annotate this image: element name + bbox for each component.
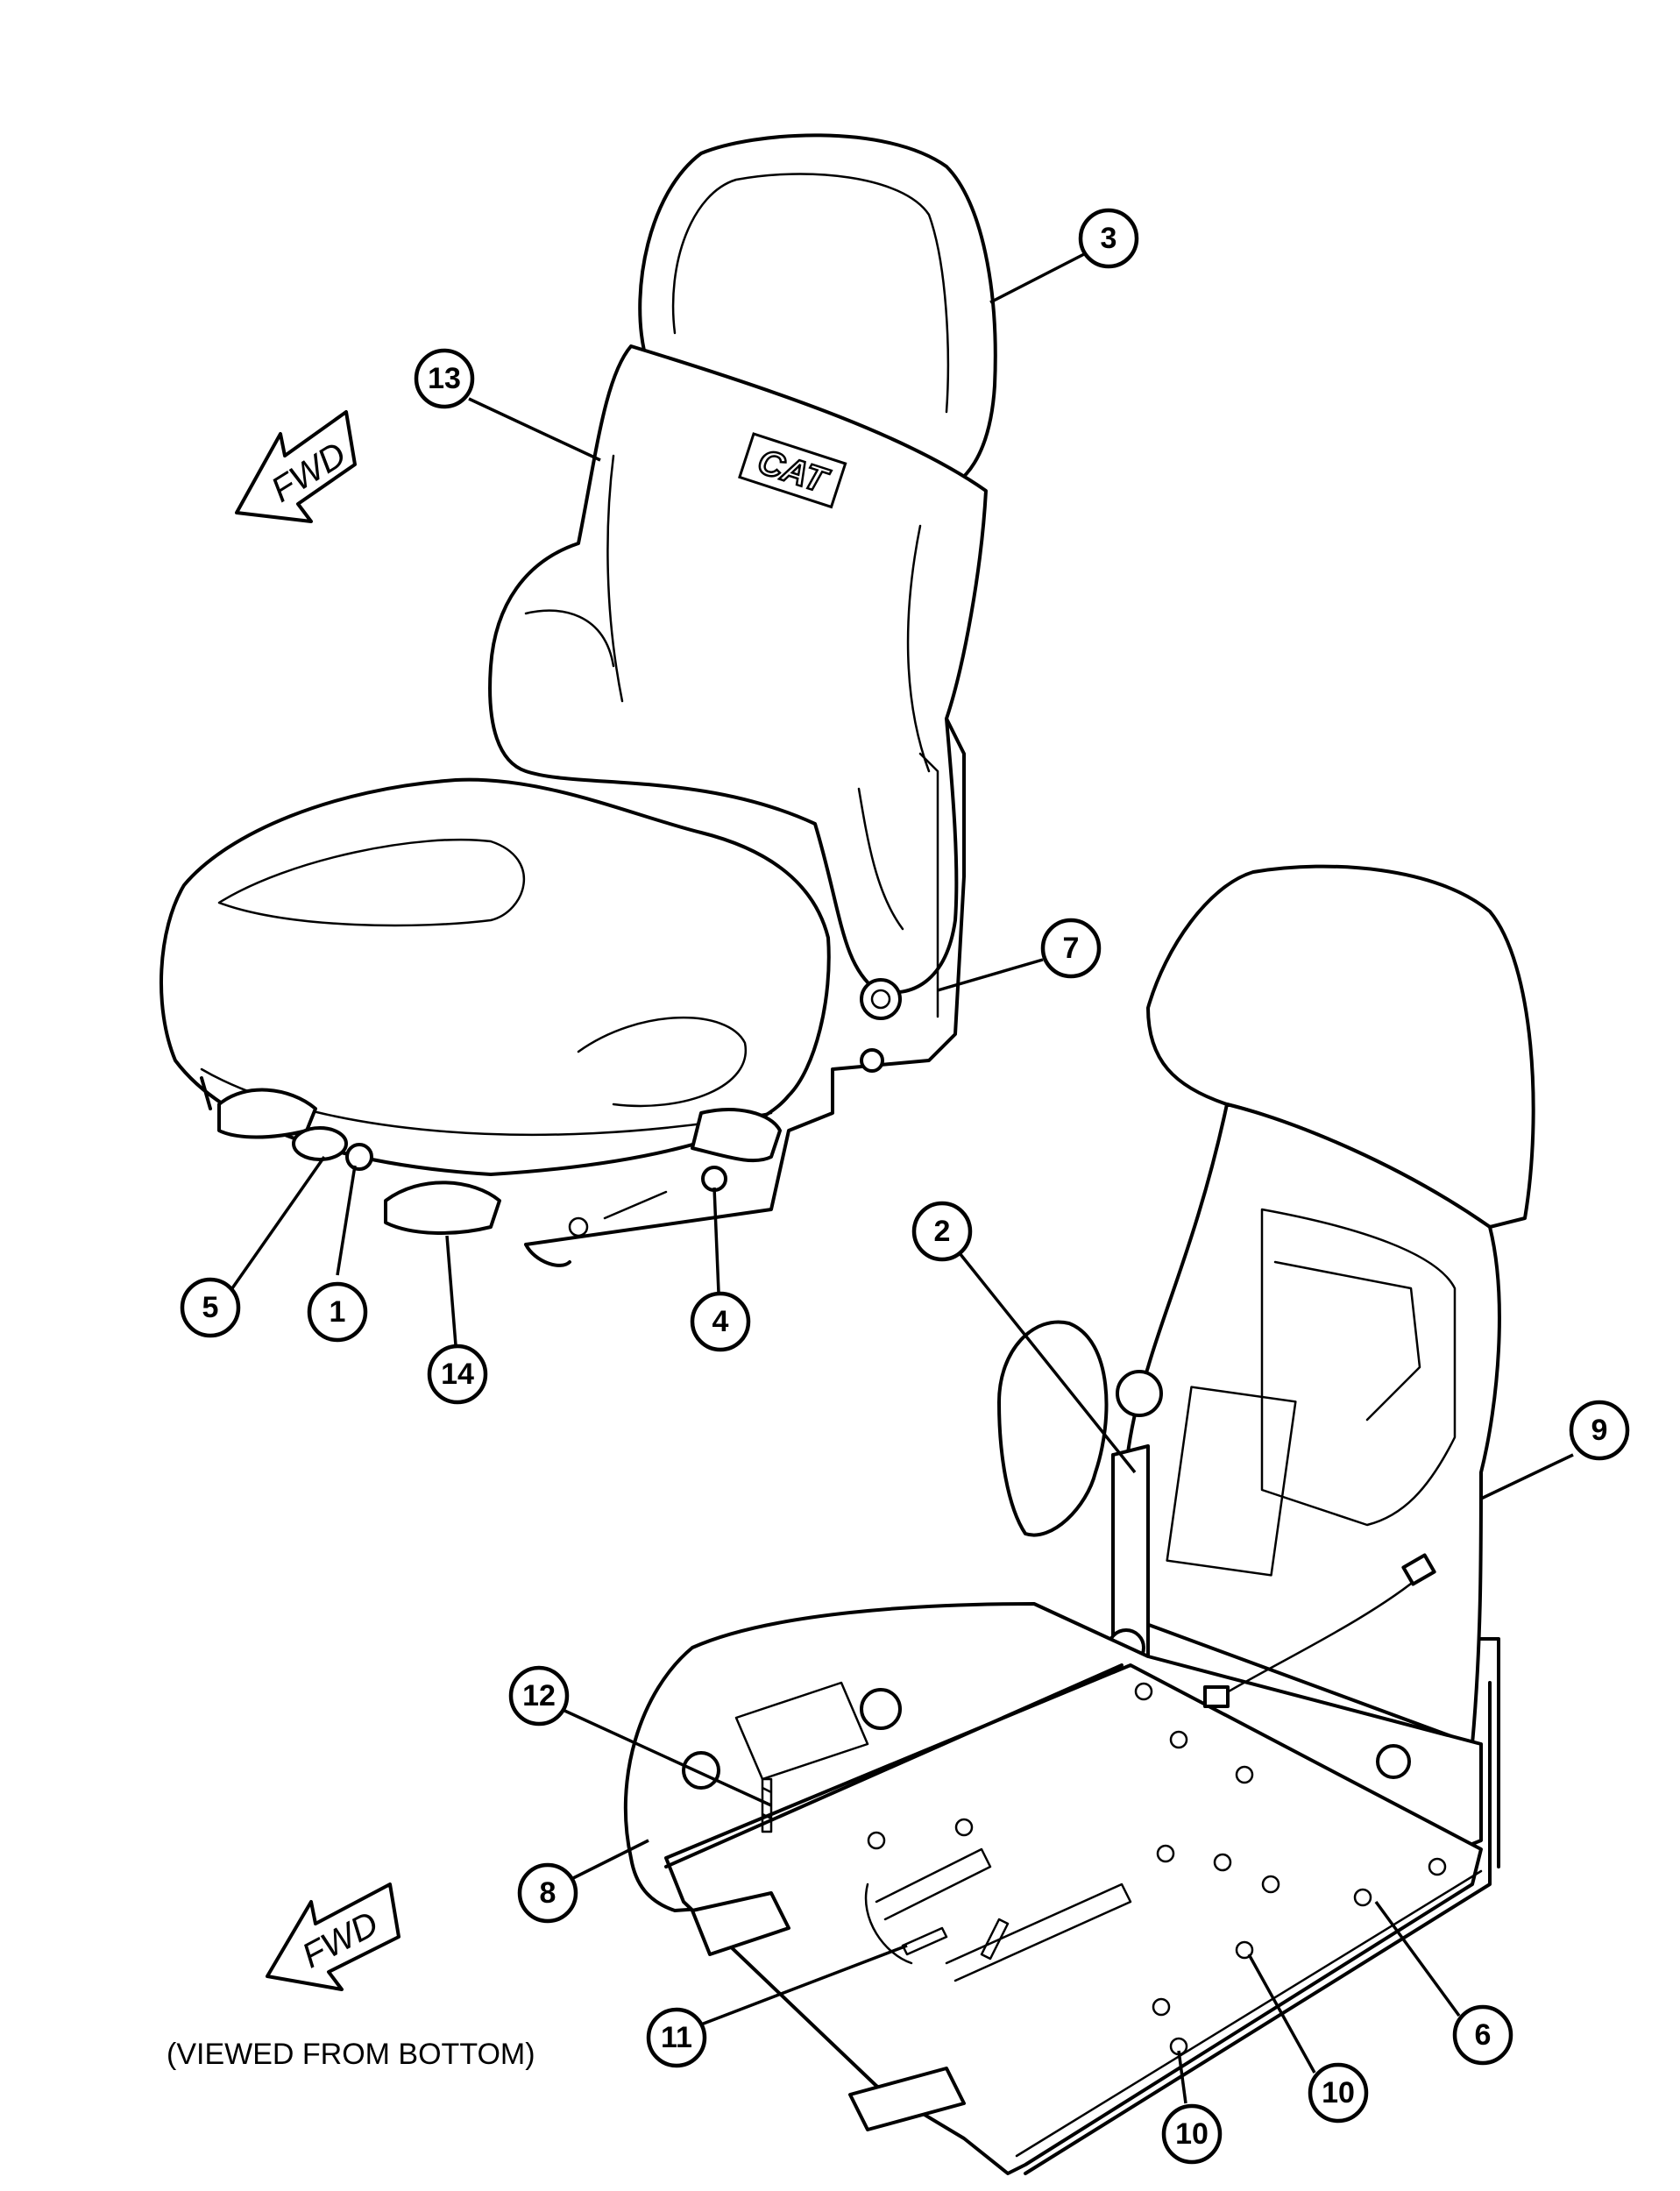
callout-10a: 10 [1308,2062,1369,2124]
callout-2-label: 2 [934,1215,951,1248]
leader-lines [230,252,1574,2104]
callout-4-label: 4 [712,1305,729,1338]
callout-5: 5 [180,1277,241,1338]
callout-1-label: 1 [330,1295,346,1329]
callout-12: 12 [508,1665,570,1727]
callout-7-label: 7 [1063,932,1080,965]
callout-8: 8 [517,1862,578,1924]
callout-2: 2 [911,1201,973,1262]
callout-14-label: 14 [441,1358,474,1391]
callout-8-label: 8 [540,1876,556,1910]
callout-12-label: 12 [522,1679,556,1712]
callout-11-label: 11 [661,2021,692,2054]
viewed-from-bottom-caption: (VIEWED FROM BOTTOM) [167,2038,535,2071]
callout-6-label: 6 [1475,2018,1492,2052]
callout-14: 14 [427,1344,488,1405]
front-lever-left [217,1088,317,1139]
backrest-rear [1121,1103,1501,1746]
callout-1: 1 [307,1281,368,1343]
callout-9-label: 9 [1591,1414,1608,1447]
fwd-arrow-bottom: FWD [266,1883,401,1991]
callout-13-label: 13 [428,362,461,395]
seat-front-view: CAT [159,133,997,1267]
spring-11a [901,1926,948,1956]
front-lever-center [384,1181,501,1235]
slide-rail-right [1024,1681,1492,2175]
spring-12 [761,1777,773,1833]
callout-10a-label: 10 [1322,2076,1355,2109]
callout-10b-label: 10 [1175,2117,1209,2151]
callout-6: 6 [1452,2004,1513,2066]
callout-5-label: 5 [202,1291,219,1324]
backrest [488,344,988,995]
callout-10b: 10 [1161,2103,1223,2165]
seat-bottom-view [623,864,1535,2175]
callout-9: 9 [1569,1400,1630,1461]
slide-rail-left [664,1663,1124,1868]
callout-3: 3 [1078,208,1139,269]
fwd-arrow-top: FWD [235,410,357,523]
callout-3-label: 3 [1101,222,1117,255]
cat-logo: CAT [738,432,847,509]
callout-7: 7 [1040,918,1102,979]
spring-11b [980,1918,1010,1961]
callout-13: 13 [414,348,475,409]
callout-11: 11 [646,2007,707,2068]
callout-4: 4 [690,1291,751,1352]
